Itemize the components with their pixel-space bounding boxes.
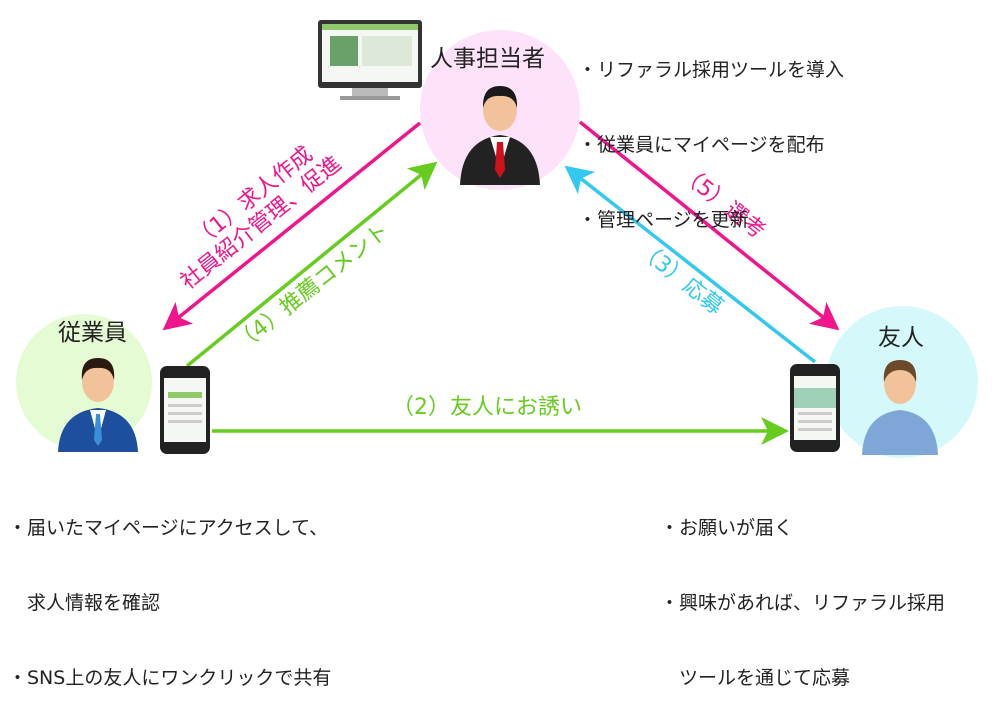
hr-person-icon — [460, 86, 540, 185]
monitor-icon — [318, 20, 422, 100]
hr-note: ・管理ページを更新 — [578, 209, 749, 231]
arrow-step4 — [185, 161, 438, 368]
employee-phone-icon — [160, 366, 210, 454]
hr-note: ・従業員にマイページを配布 — [578, 134, 825, 156]
arrow-step1 — [162, 121, 422, 331]
friend-note: ツールを通じて応募 — [660, 667, 851, 689]
referral-flow-diagram: （1）求人作成 社員紹介管理、促進 （4）推薦コメント （2）友人にお誘い （3… — [16, 20, 978, 458]
friend-notes: ・お願いが届く ・興味があれば、リファラル採用 ツールを通じて応募 — [660, 466, 945, 716]
employee-note: ・届いたマイページにアクセスして、 — [8, 517, 329, 539]
hr-notes: ・リファラル採用ツールを導入 ・従業員にマイページを配布 ・管理ページを更新 — [578, 8, 844, 258]
employee-title: 従業員 — [58, 320, 127, 346]
step2-label: （2）友人にお誘い — [392, 395, 582, 420]
friend-title: 友人 — [878, 325, 924, 351]
employee-person-icon — [58, 358, 138, 452]
friend-person-icon — [862, 360, 938, 455]
hr-note: ・リファラル採用ツールを導入 — [578, 59, 845, 81]
employee-note: 求人情報を確認 — [8, 592, 161, 614]
hr-title: 人事担当者 — [430, 46, 545, 72]
friend-phone-icon — [790, 364, 840, 452]
arrow-step3 — [564, 165, 817, 364]
employee-notes: ・届いたマイページにアクセスして、 求人情報を確認 ・SNS上の友人にワンクリッ… — [8, 466, 331, 716]
employee-note: ・SNS上の友人にワンクリックで共有 — [8, 667, 332, 689]
friend-note: ・お願いが届く — [660, 517, 794, 539]
friend-note: ・興味があれば、リファラル採用 — [660, 592, 946, 614]
arrow-step5 — [578, 120, 840, 331]
